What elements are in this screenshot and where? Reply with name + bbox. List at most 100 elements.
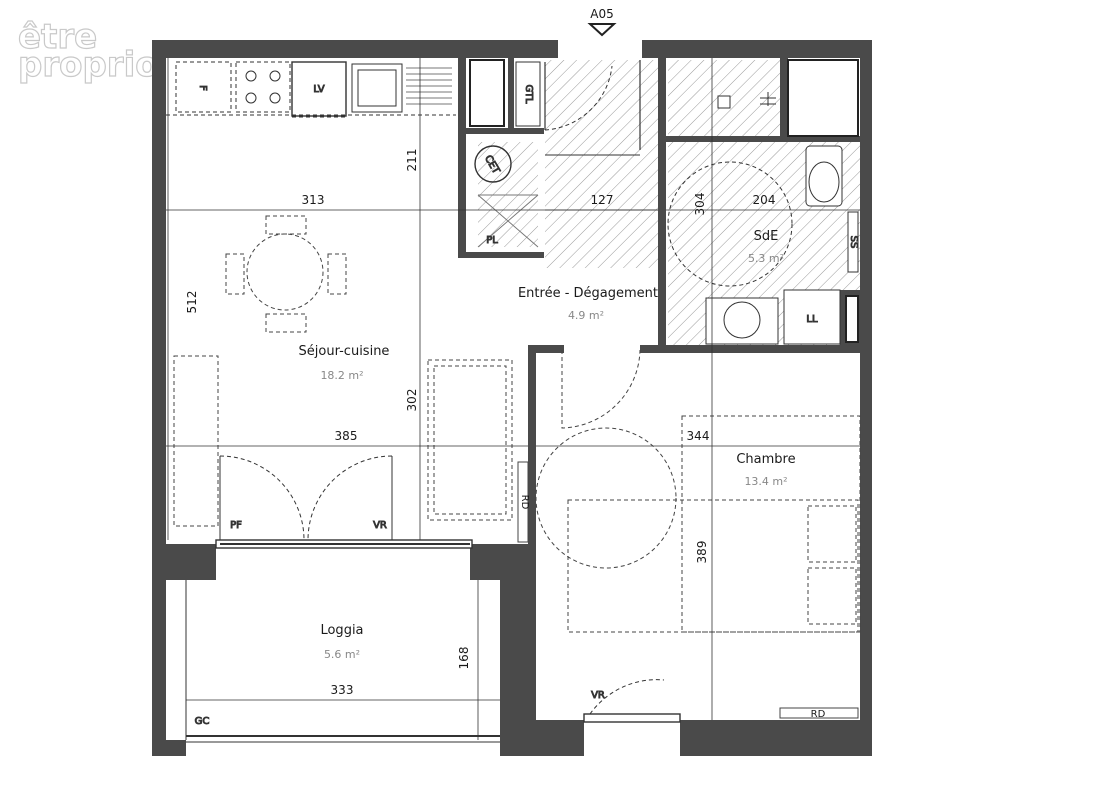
shutter-sejour-label: VR: [373, 520, 387, 531]
shaft-2: [787, 59, 859, 137]
pillow-icon: [807, 505, 857, 563]
bed-area: [681, 415, 861, 633]
bathroom-fixtures: SS LL: [667, 92, 860, 345]
sofa-seat-icon: [433, 365, 507, 515]
dim-chambre-width: 344: [687, 429, 710, 443]
reference-arrow-icon: [587, 23, 617, 37]
dim-sde-height: 304: [693, 193, 707, 216]
kitchen-counter: F LV: [166, 61, 456, 118]
dim-sejour-height-lower: 302: [405, 389, 419, 412]
wall-chambre-top-left: [528, 345, 564, 353]
dim-chambre-height: 389: [695, 541, 709, 564]
washing-machine-box: [783, 289, 841, 345]
wall-top-right: [642, 40, 870, 58]
room-area-loggia: 5.6 m²: [324, 648, 360, 661]
dim-loggia-width: 333: [331, 683, 354, 697]
chambre-window: VR: [583, 679, 681, 723]
room-name-entree: Entrée - Dégagement: [518, 286, 658, 301]
drainboard-icon: [406, 67, 452, 105]
dishwasher-label: LV: [313, 84, 324, 95]
bed-icon: [567, 499, 859, 633]
room-name-loggia: Loggia: [320, 623, 363, 638]
dim-sejour-height: 512: [185, 291, 199, 314]
wall-bottom-mid: [500, 720, 584, 756]
closet-entree-label: PL: [486, 235, 498, 246]
water-heater-icon: [474, 145, 512, 183]
closet-chambre-box: [779, 707, 859, 719]
hatch-entree: [545, 60, 660, 268]
dining-table-icon: [246, 233, 324, 311]
wall-chambre-top-right: [640, 345, 872, 353]
wall-top-left: [152, 40, 558, 58]
turning-circle: [667, 161, 793, 287]
closet-chambre-label: RD: [811, 709, 826, 720]
shutter-chambre-label: VR: [591, 690, 605, 701]
sofa-icon: [427, 359, 513, 521]
room-area-sde: 5.3 m²: [748, 252, 784, 265]
wall-loggia-bottom-left: [152, 740, 186, 756]
sink-outline: [351, 63, 403, 113]
logo-line-2: proprio: [18, 45, 159, 85]
shafts: [469, 59, 859, 343]
washing-machine-label: LL: [806, 314, 818, 325]
dim-loggia-height: 168: [457, 647, 471, 670]
brand-logo: être proprio: [17, 16, 159, 85]
wall-loggia-left: [152, 544, 166, 756]
wall-loggia-post-right: [470, 544, 502, 580]
dim-sejour-width-top: 313: [302, 193, 325, 207]
room-area-sejour: 18.2 m²: [320, 369, 363, 382]
guard-rail-label: GC: [195, 716, 210, 727]
hob-burner-icon: [269, 92, 281, 104]
logo-line-1: être: [18, 17, 97, 57]
wall-bottom-right: [680, 720, 872, 756]
gtl-box: [515, 61, 541, 127]
wall-right: [860, 40, 872, 756]
wall-chambre-left: [528, 345, 536, 545]
chair-icon: [225, 253, 245, 295]
towel-dryer-label: SS: [848, 236, 859, 249]
reference-marker: A05: [587, 7, 617, 37]
sejour-furniture: [173, 215, 513, 527]
wall-sde-left: [658, 58, 666, 353]
dimension-labels: 313 385 512 211 302 127 304 204 344 389 …: [185, 149, 775, 697]
wall-loggia-post-left: [166, 544, 216, 580]
room-name-chambre: Chambre: [736, 452, 795, 467]
pillow-icon: [807, 567, 857, 625]
entry-door: [544, 60, 641, 156]
walls: [152, 40, 872, 756]
chambre-turning-circle: [535, 427, 677, 569]
fridge-outline: [175, 61, 232, 113]
hob-burner-icon: [269, 70, 281, 82]
dim-sejour-width-mid: 385: [335, 429, 358, 443]
dim-sde-width: 204: [753, 193, 776, 207]
room-name-sejour: Séjour-cuisine: [299, 344, 390, 359]
closet-entree-icon: [477, 194, 539, 248]
shower-tap-icon: [717, 95, 731, 109]
wall-sde-shower: [666, 136, 860, 142]
wall-cet-left: [458, 58, 466, 258]
room-labels: Séjour-cuisine 18.2 m² Entrée - Dégageme…: [299, 229, 796, 661]
room-name-sde: SdE: [754, 229, 779, 244]
gtl-label: GTL: [523, 84, 534, 104]
chair-icon: [327, 253, 347, 295]
hob-burner-icon: [245, 70, 257, 82]
sideboard-icon: [173, 355, 219, 527]
wall-shower-right: [780, 58, 788, 142]
dishwasher-outline: [291, 61, 347, 117]
room-area-entree: 4.9 m²: [568, 309, 604, 322]
closet-chambre-2-label: RD: [519, 495, 530, 510]
reference-label: A05: [590, 7, 613, 21]
hob-outline: [235, 61, 291, 113]
french-window-label: PF: [230, 520, 242, 531]
wall-cet-top: [466, 128, 544, 134]
dim-entree-width: 127: [591, 193, 614, 207]
dimension-lines: [166, 58, 860, 740]
sink-basin-icon: [357, 69, 397, 107]
toilet-bowl-icon: [808, 161, 840, 203]
sejour-windows: PF VR: [215, 455, 473, 549]
fridge-label: F: [197, 85, 208, 91]
chair-icon: [265, 313, 307, 333]
chambre-furniture: [517, 349, 861, 719]
room-area-chambre: 13.4 m²: [744, 475, 787, 488]
